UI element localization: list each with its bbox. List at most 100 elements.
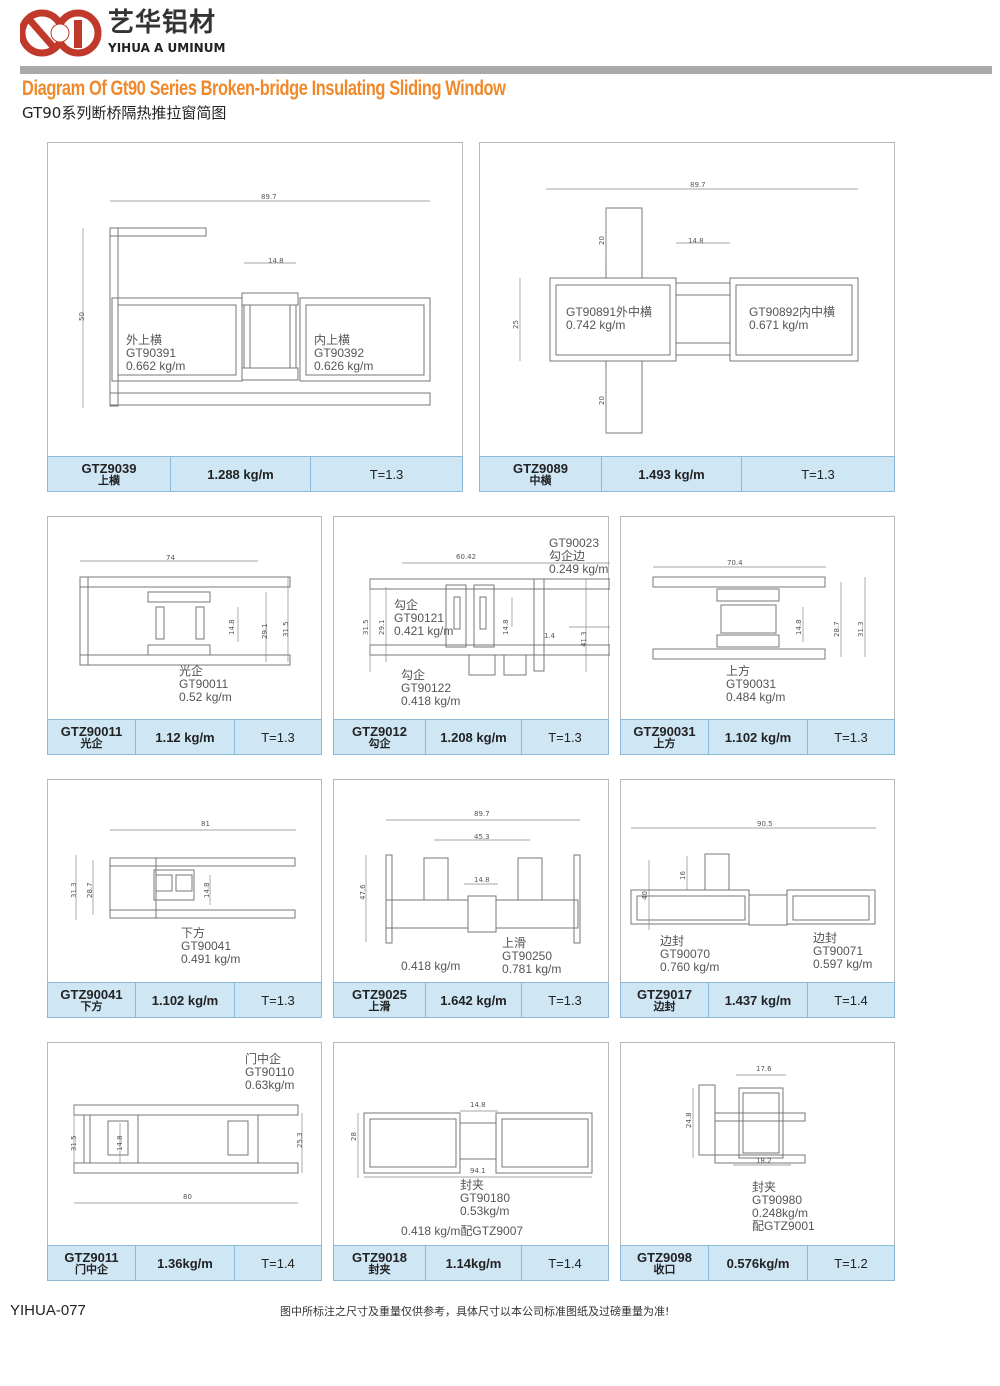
profile-label-line: 0.418 kg/m (401, 694, 461, 708)
profile-outline (305, 304, 425, 376)
dimension-value: 31.3 (70, 882, 78, 898)
dimension-value: 45.3 (474, 833, 490, 841)
dimension-value: 31.5 (70, 1135, 78, 1151)
profile-section-drawing (73, 1104, 303, 1204)
profile-label-line: 0.418 kg/m配GTZ9007 (401, 1224, 524, 1238)
assembly-name: 门中企 (75, 1263, 108, 1276)
assembly-name: 勾企 (368, 737, 391, 750)
profile-outline (720, 604, 777, 634)
dimension-value: 29.1 (261, 623, 269, 639)
profile-label-line: GT90011 (179, 677, 229, 691)
brand-name-en: YIHUA A UMINUM (108, 41, 226, 55)
profile-label-line: GT90041 (181, 939, 232, 953)
profile-outline (73, 1104, 299, 1116)
dimension-value: 14.8 (470, 1101, 486, 1109)
assembly-code: GTZ90031 (633, 723, 696, 739)
assembly-code: GTZ9039 (81, 460, 137, 476)
profile-label-line: 0.248kg/m (752, 1206, 809, 1220)
profile-outline (704, 853, 730, 891)
assembly-code: GTZ9017 (637, 986, 692, 1002)
dimension-value: 50 (78, 312, 86, 321)
profile-section-drawing (692, 1074, 806, 1166)
dimension-value: 74 (166, 554, 175, 562)
profile-outline (467, 895, 497, 933)
profile-label-line: GT90031 (726, 677, 777, 691)
dimension-value: 14.8 (795, 619, 803, 635)
profile-outline (555, 284, 671, 356)
profile-outline (147, 644, 211, 656)
profile-label-line: GT90023 (549, 536, 600, 550)
weight-cell: 1.493 kg/m (602, 457, 742, 491)
header-divider (20, 66, 992, 74)
dimension-value: 80 (183, 1193, 192, 1201)
profile-label-line: 0.626 kg/m (314, 359, 374, 373)
thickness-cell: T=1.3 (261, 729, 295, 745)
thickness-cell: T=1.3 (261, 992, 295, 1008)
profile-outline (369, 1118, 457, 1168)
weight-cell: 1.437 kg/m (709, 983, 808, 1017)
profile-outline (714, 1154, 806, 1164)
profile-label-line: 0.742 kg/m (566, 318, 626, 332)
dimension-value: 14.8 (502, 619, 510, 635)
assembly-name: 上滑 (368, 1000, 391, 1013)
profile-outline (109, 857, 296, 867)
dimension-value: 20 (598, 236, 606, 245)
thickness-cell: T=1.2 (834, 1255, 868, 1271)
profile-label-line: 上方 (726, 664, 751, 678)
profile-outline (714, 1112, 806, 1122)
profile-label-line: 0.52 kg/m (179, 690, 232, 704)
profile-outline (503, 654, 527, 676)
profile-outline (363, 1112, 461, 1174)
thickness-cell: T=1.4 (261, 1255, 295, 1271)
profile-section-drawing (365, 819, 581, 944)
profile-label-line: 边封 (813, 931, 838, 945)
profile-label-line: 0.671 kg/m (749, 318, 809, 332)
dimension-value: 20 (598, 396, 606, 405)
page-title-en: Diagram Of Gt90 Series Broken-bridge Ins… (22, 77, 506, 100)
dimension-value: 89.7 (261, 193, 277, 201)
dimension-value: 28.7 (86, 882, 94, 898)
profile-label-line: GT90392 (314, 346, 365, 360)
profile-label-line: GT90121 (394, 611, 445, 625)
profile-outline (792, 895, 870, 921)
profile-outline (533, 578, 545, 672)
profile-label-line: 0.421 kg/m (394, 624, 454, 638)
assembly-code: GTZ9012 (352, 723, 407, 739)
profile-outline (241, 292, 299, 306)
profile-outline (495, 1112, 593, 1174)
profile-outline (79, 576, 291, 588)
assembly-code: GTZ90011 (60, 723, 123, 739)
assembly-code: GTZ90041 (60, 986, 123, 1002)
profile-outline (155, 606, 165, 640)
dimension-value: 81 (201, 820, 210, 828)
profile-outline (573, 854, 581, 944)
profile-outline (109, 909, 296, 919)
profile-outline (175, 874, 193, 892)
profile-label-line: 内上横 (314, 333, 351, 347)
dimension-value: 14.8 (203, 882, 211, 898)
profile-label-line: 门中企 (245, 1052, 282, 1066)
dimension-value: 60.42 (456, 553, 477, 561)
assembly-name: 边封 (653, 1000, 676, 1013)
profile-outline (738, 1087, 784, 1159)
dimension-value: 14.8 (228, 619, 236, 635)
dimension-value: 31.5 (362, 619, 370, 635)
dimension-value: 29.1 (378, 619, 386, 635)
profile-outline (473, 584, 495, 648)
assembly-name: 收口 (653, 1263, 676, 1276)
weight-cell: 0.576kg/m (709, 1246, 808, 1280)
profile-outline (289, 304, 297, 369)
dimension-value: 90.5 (757, 820, 773, 828)
